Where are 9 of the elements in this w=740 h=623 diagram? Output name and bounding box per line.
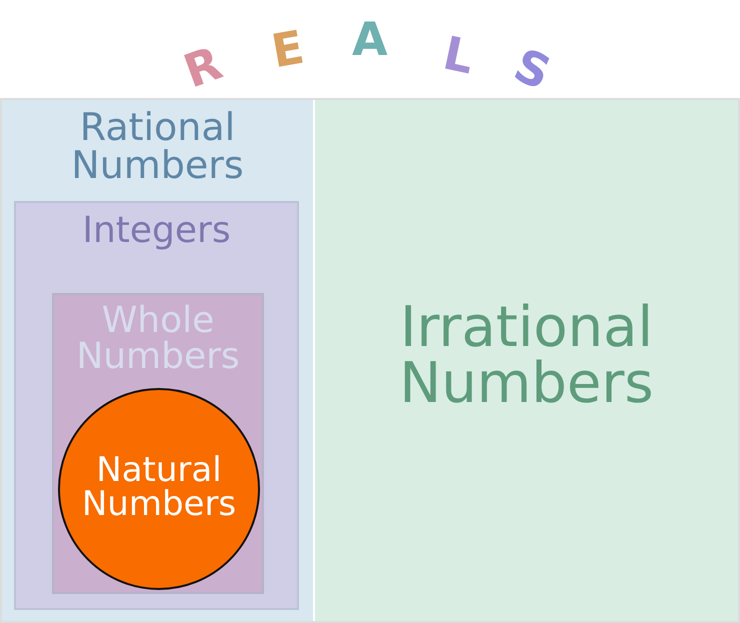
- set-box: [52, 293, 264, 594]
- set-label: Irrational Numbers: [398, 300, 655, 412]
- set-box: [14, 201, 299, 610]
- set-label: Rational Numbers: [70, 108, 245, 184]
- set-box: [2, 100, 313, 621]
- title: R E A L S: [176, 11, 560, 95]
- set-box: [315, 100, 738, 621]
- set-label: Integers: [81, 213, 232, 249]
- set-label: Natural Numbers: [80, 453, 238, 521]
